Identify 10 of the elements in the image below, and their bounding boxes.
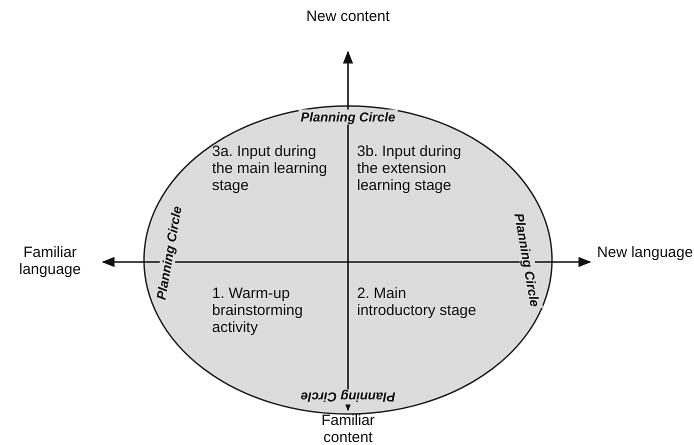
quadrant-text: 3b. Input during the extension learning stage <box>357 143 462 194</box>
axis-label: New content <box>305 8 391 25</box>
axis-label: Familiar content <box>320 412 376 445</box>
quadrant-text: 3a. Input during the main learning stage <box>212 143 328 194</box>
circle-label: Planning Circle <box>298 390 398 404</box>
quadrant-text: 1. Warm-up brainstorming activity <box>212 285 304 336</box>
circle-label: Planning Circle <box>298 110 398 124</box>
axis-label: New language <box>596 244 694 261</box>
axis-label: Familiar language <box>18 244 82 278</box>
quadrant-text: 2. Main introductory stage <box>357 285 478 319</box>
